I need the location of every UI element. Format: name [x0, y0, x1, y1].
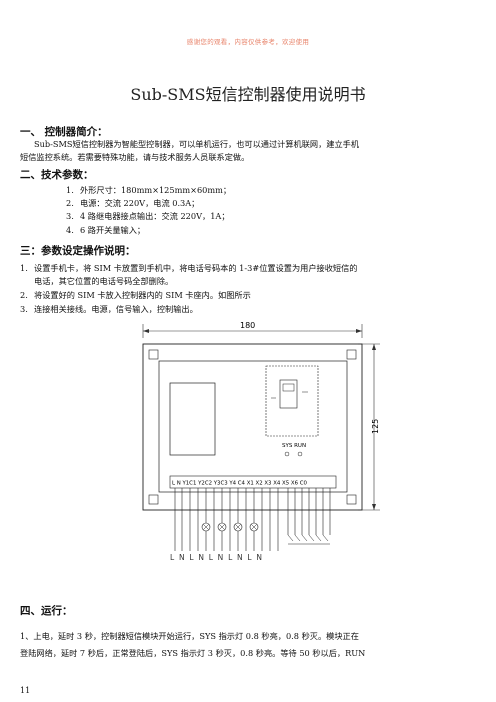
intro-line-1: Sub-SMS短信控制器为智能型控制器，可以单机运行，也可以通过计算机联网，建立…: [34, 139, 360, 149]
terminal-labels: L N Y1C1 Y2C2 Y3C3 Y4 C4 X1 X2 X3 X4 X5 …: [172, 481, 307, 487]
operation-line-2: 登陆网络，延时 7 秒后，正常登陆后，SYS 指示灯 3 秒灭，0.8 秒亮。等…: [20, 648, 366, 658]
run-led-icon: [297, 451, 303, 457]
intro-line-2: 短信监控系统。若需要特殊功能，请与技术服务人员联系定做。: [20, 152, 250, 162]
section-heading-setup: 三：参数设定操作说明：: [20, 245, 136, 257]
section-heading-specs: 二、技术参数：: [20, 169, 94, 181]
circuit-board: [158, 360, 348, 493]
corner-screw: [346, 494, 357, 505]
setup-item: 1.设置手机卡，将 SIM 卡放置到手机中，将电话号码本的 1-3#位置设置为用…: [20, 263, 358, 273]
sms-module: [169, 382, 216, 456]
lamp-icon: [249, 522, 259, 532]
setup-item: 2.将设置好的 SIM 卡放入控制器内的 SIM 卡座内。如图所示: [20, 290, 251, 300]
operation-line-1: 1、上电，延时 3 秒，控制器短信模块开始运行，SYS 指示灯 0.8 秒亮，0…: [20, 631, 359, 641]
wires: [174, 488, 331, 551]
status-led-labels: SYS RUN: [282, 443, 306, 449]
setup-item-continued: 电话，其它位置的电话号码全部删除。: [34, 276, 174, 286]
page-number: 11: [20, 686, 31, 695]
enclosure-outline: [142, 343, 363, 511]
width-dimension-label: 180: [240, 321, 255, 330]
corner-screw: [346, 349, 357, 360]
sim-area: [265, 365, 319, 437]
sys-led-icon: [284, 451, 290, 457]
spec-item: 3.4 路继电器接点输出：交流 220V，1A；: [66, 211, 230, 221]
watermark-text: 感谢您的观看，内容仅供参考，欢迎使用: [186, 38, 310, 46]
section-heading-operation: 四、运行：: [20, 605, 73, 617]
corner-screw: [148, 349, 159, 360]
terminal-block: [169, 475, 337, 489]
wire-labels: L N L N L N L N L N: [170, 553, 263, 562]
height-dimension-label: 125: [371, 419, 380, 434]
controller-wiring-diagram: 180 125 SYS RUN L N Y1C1 Y2C2 Y3C3 Y4 C4…: [142, 321, 380, 562]
page-title: Sub-SMS短信控制器使用说明书: [130, 85, 366, 104]
lamp-icon: [217, 522, 227, 532]
section-heading-intro: 一、 控制器简介：: [20, 126, 108, 138]
lamp-icon: [233, 522, 243, 532]
switch-contacts: [287, 534, 330, 545]
setup-item: 3.连接相关接线。电源，信号输入，控制输出。: [20, 304, 198, 314]
corner-screw: [148, 494, 159, 505]
spec-item: 4.6 路开关量输入；: [66, 225, 146, 235]
lamp-icon: [201, 522, 211, 532]
spec-item: 1.外形尺寸：180mm×125mm×60mm；: [66, 185, 232, 195]
spec-item: 2.电源：交流 220V，电流 0.3A；: [66, 198, 200, 208]
sim-card-slot-icon: [279, 379, 298, 409]
